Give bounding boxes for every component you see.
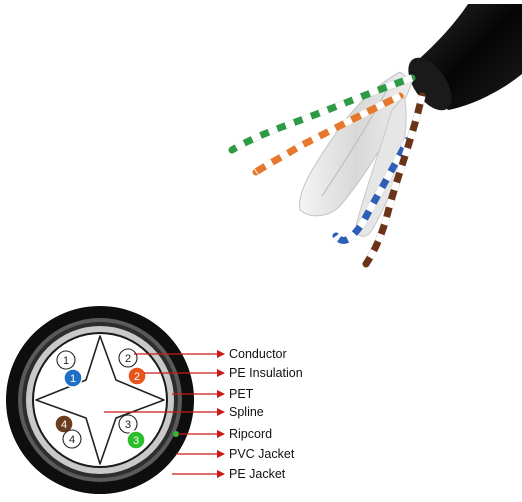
label-spline: Spline [229,405,264,419]
brown-pair-photo [362,92,426,268]
ripcord-dot [173,431,179,437]
pair-4: 4 4 [54,414,82,449]
pair-2-white-number: 2 [125,353,131,365]
pair-3-white-conductor [118,414,138,434]
leader-lines [104,350,225,478]
label-ripcord: Ripcord [229,427,272,441]
cable-photo [228,4,522,268]
pair-1-color-conductor [63,368,83,388]
pair-4-white-number: 4 [69,434,75,446]
label-pvc-jacket: PVC Jacket [229,447,295,461]
pair-4-color-number: 4 [61,419,67,431]
pair-1-white-conductor [56,350,76,370]
label-pe-insulation: PE Insulation [229,366,303,380]
pair-3-color-conductor [126,430,146,450]
pair-1-white-number: 1 [63,355,69,367]
pair-3: 3 3 [118,414,146,450]
pair-2-color-number: 2 [134,371,140,383]
orange-pair-photo [252,92,404,176]
pair-4-white-conductor [62,429,82,449]
pair-2: 2 2 [118,348,147,386]
label-pe-jacket: PE Jacket [229,467,286,481]
cable-jacket-end [408,57,452,111]
pair-2-color-conductor [127,366,147,386]
label-conductor: Conductor [229,347,287,361]
cable-cross-section: 1 1 2 2 4 4 3 3 [6,306,303,494]
pair-4-color-conductor [54,414,74,434]
pair-1-color-number: 1 [70,373,76,385]
pair-3-white-number: 3 [125,419,131,431]
blue-pair-photo [332,136,412,244]
component-labels: Conductor PE Insulation PET Spline Ripco… [229,347,303,481]
pair-2-white-conductor [118,348,138,368]
spline-fold-line [321,83,391,197]
green-pair-photo [228,74,416,154]
pair-3-color-number: 3 [133,435,139,447]
label-pet: PET [229,387,254,401]
pair-1: 1 1 [56,350,83,388]
